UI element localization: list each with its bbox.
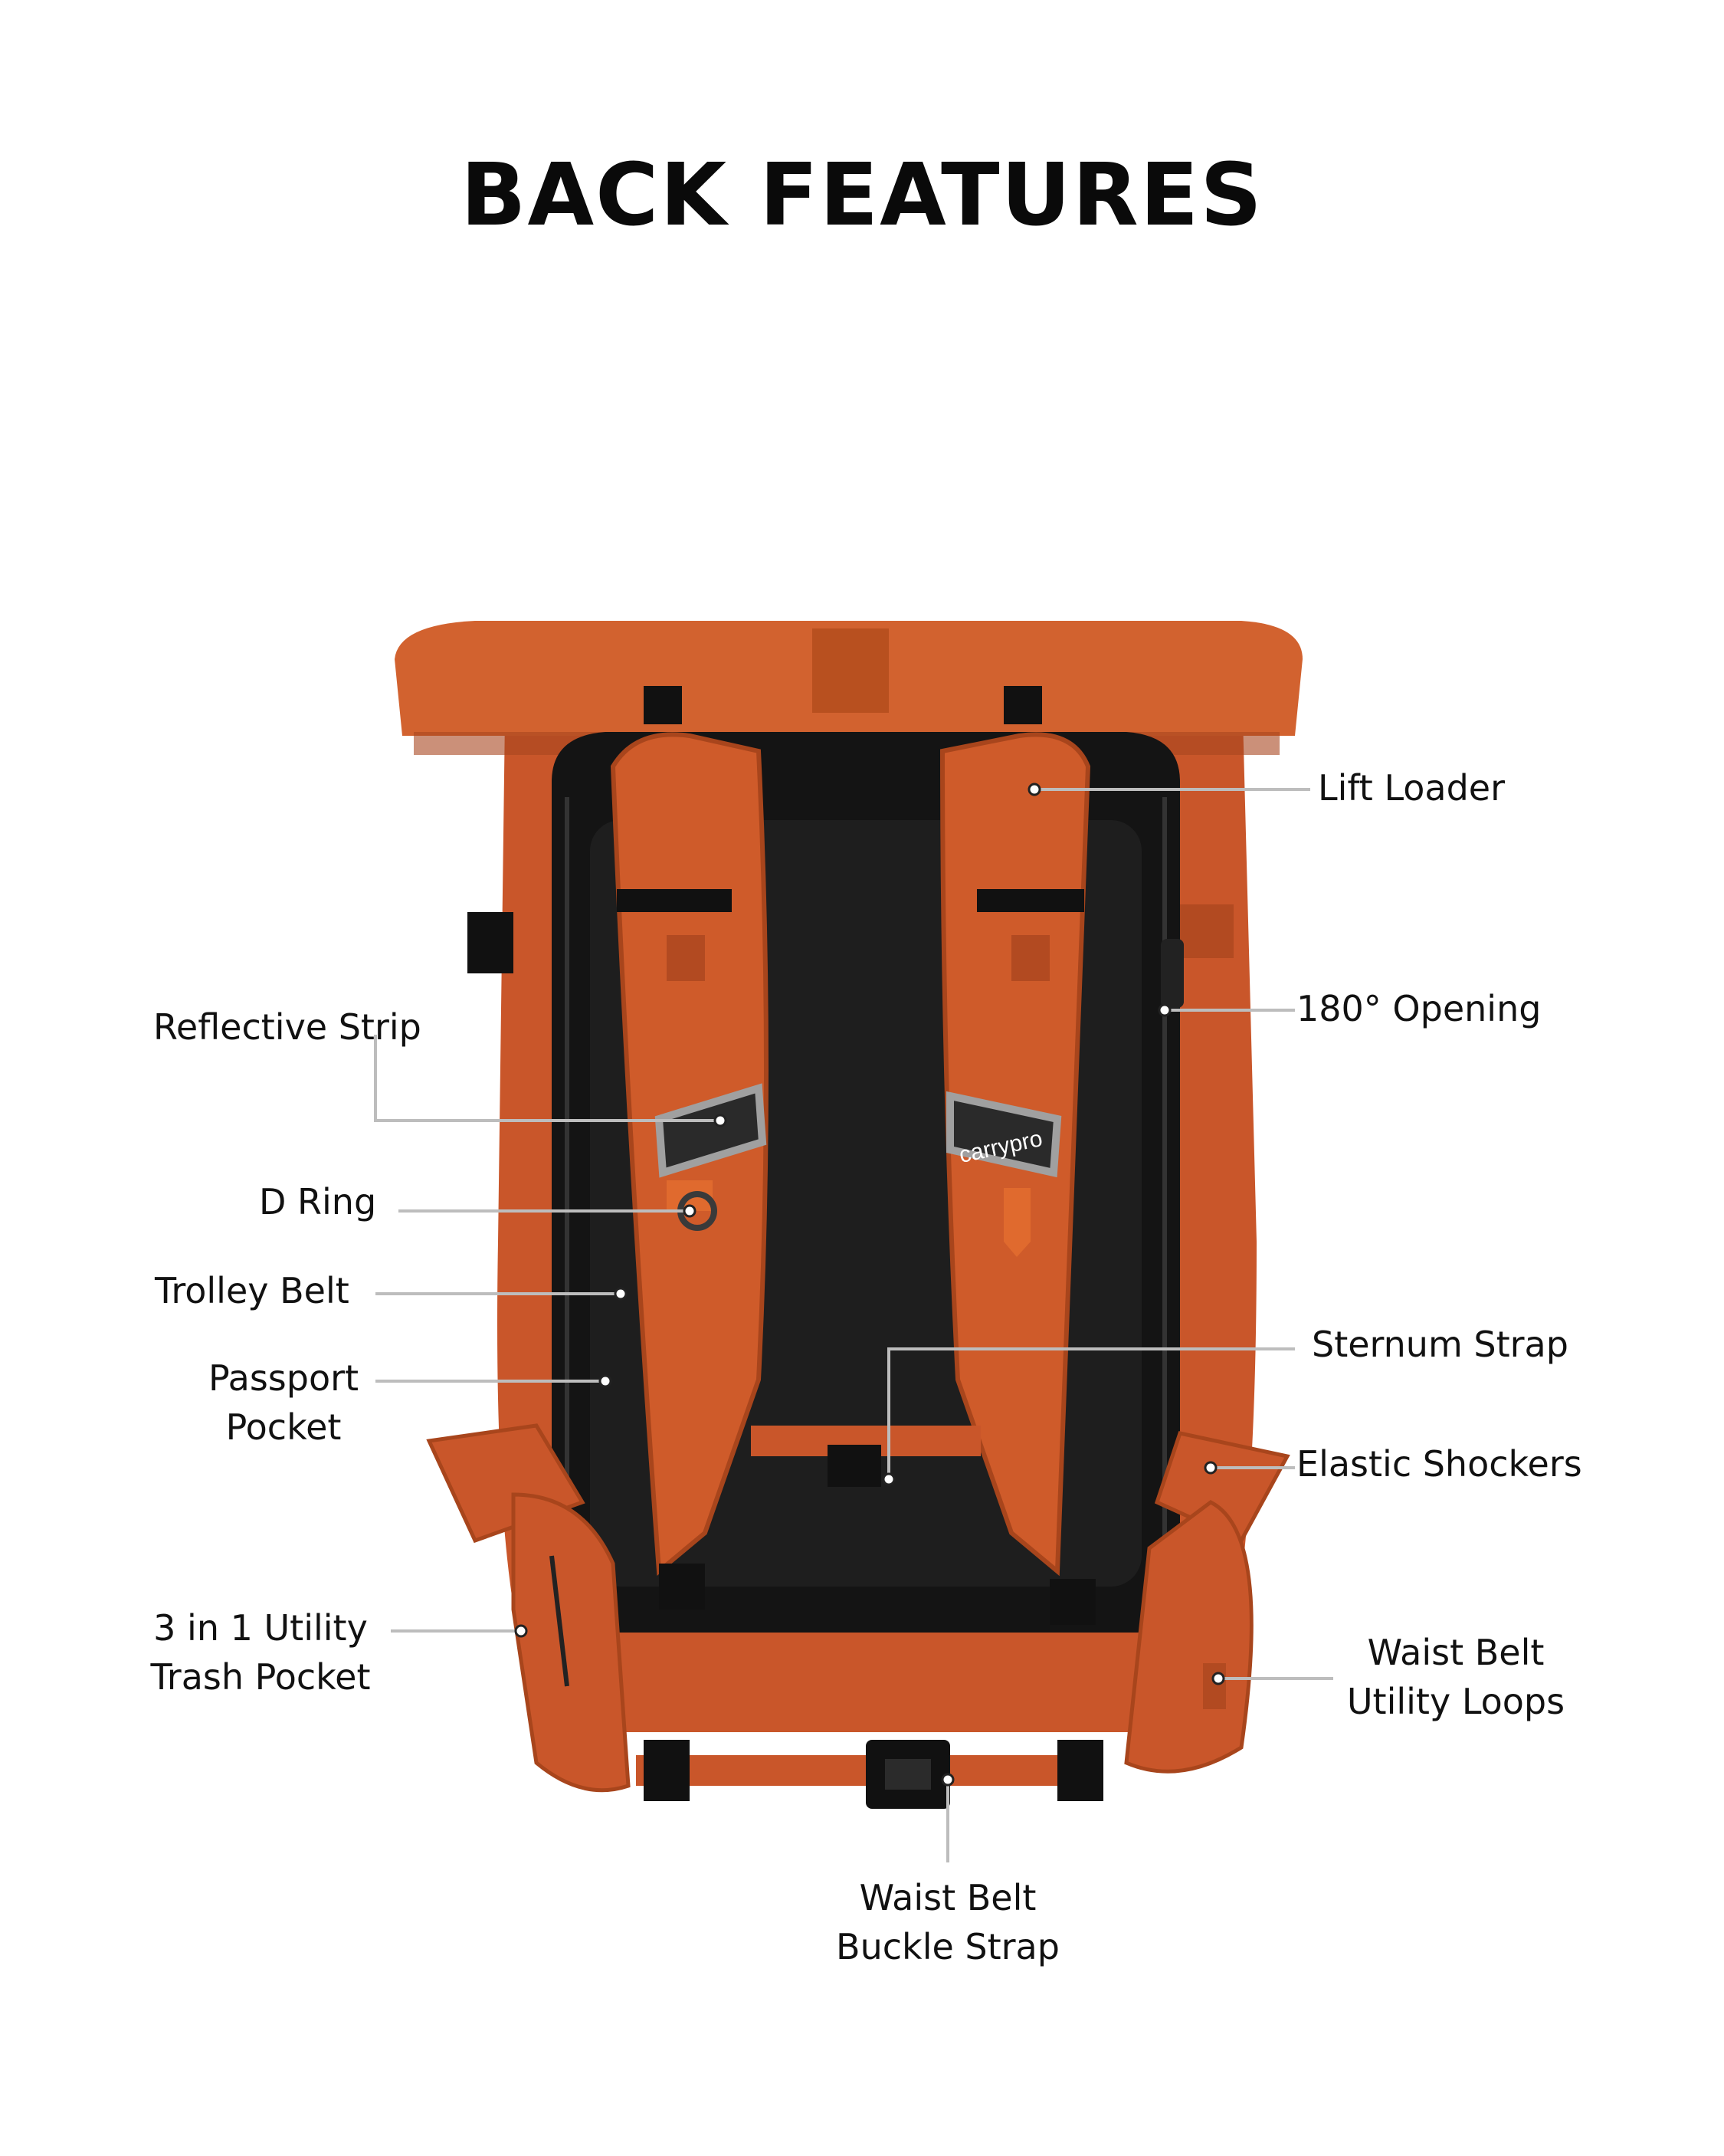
sternum-buckle: [828, 1445, 881, 1487]
reflective-strip-left: [654, 1083, 767, 1178]
lift-loader-buckle-right: [1004, 686, 1042, 724]
label-d-ring: D Ring: [259, 1181, 377, 1222]
side-buckle-left: [467, 912, 513, 973]
label-utility-trash-pocket: 3 in 1 Utility Trash Pocket: [150, 1607, 371, 1698]
label-elastic-shockers: Elastic Shockers: [1296, 1443, 1582, 1485]
page-title: BACK FEATURES: [460, 146, 1264, 245]
label-sternum-strap: Sternum Strap: [1312, 1324, 1568, 1365]
leader-dots: [514, 783, 1225, 1787]
label-lift-loader: Lift Loader: [1318, 767, 1506, 809]
label-180-opening: 180° Opening: [1296, 988, 1542, 1029]
waist-belt-left: [511, 1492, 631, 1793]
lift-loader-buckle-left: [644, 686, 682, 724]
label-waist-belt-buckle-strap: Waist Belt Buckle Strap: [836, 1877, 1060, 1967]
label-passport-pocket: Passport Pocket: [208, 1357, 359, 1448]
label-waist-belt-utility-loops: Waist Belt Utility Loops: [1346, 1632, 1565, 1722]
reflective-strip-right: [946, 1091, 1062, 1178]
label-reflective-strip: Reflective Strip: [153, 1006, 421, 1048]
leader-lines: [374, 788, 1333, 1862]
label-trolley-belt: Trolley Belt: [155, 1270, 349, 1311]
